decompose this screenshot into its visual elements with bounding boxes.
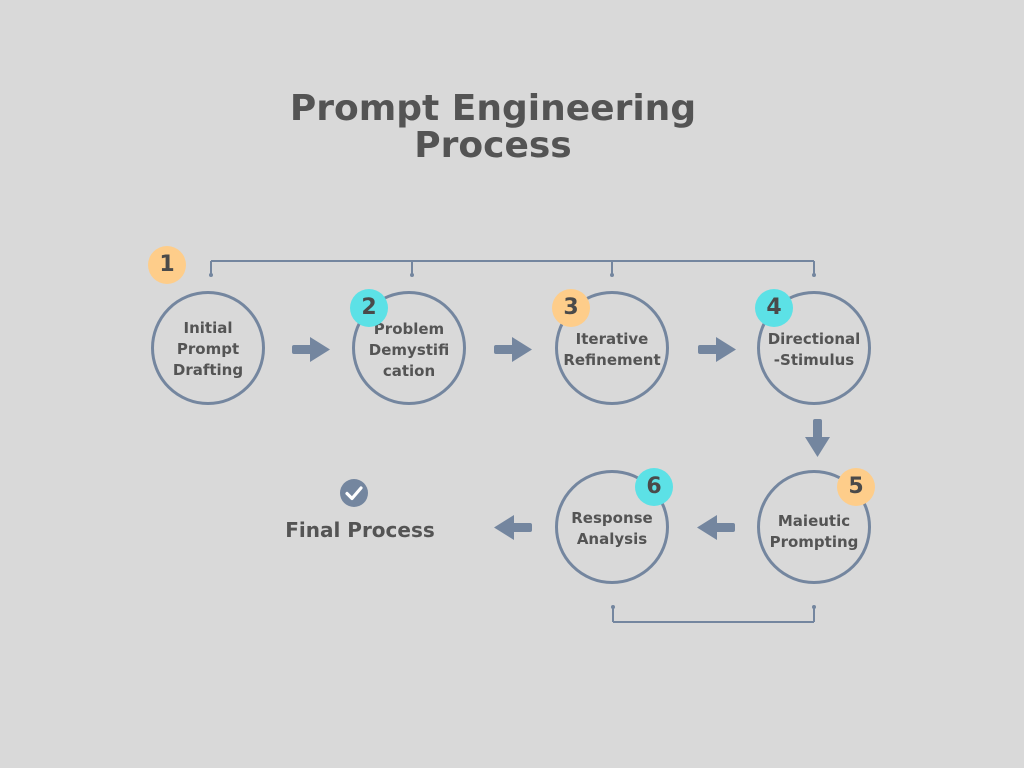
step-3-circle: Iterative Refinement: [555, 291, 669, 405]
step-6-badge: 6: [635, 468, 673, 506]
step-1-circle: Initial Prompt Drafting: [151, 291, 265, 405]
step-5-circle: Maieutic Prompting: [757, 470, 871, 584]
arrow-4-to-5: [805, 419, 830, 457]
top-bracket-tips: [209, 273, 816, 277]
arrow-3-to-4: [698, 337, 736, 362]
final-process-label: Final Process: [285, 518, 435, 542]
step-1-label: Initial Prompt Drafting: [172, 319, 244, 379]
step-1-badge: 1: [148, 246, 186, 284]
diagram-title: Prompt Engineering Process: [268, 90, 718, 164]
step-3-label: Iterative Refinement: [563, 330, 661, 369]
step-3-badge: 3: [552, 289, 590, 327]
step-4-circle: Directional -Stimulus: [757, 291, 871, 405]
arrow-6-to-final: [494, 515, 532, 540]
step-5-label: Maieutic Prompting: [769, 512, 859, 551]
bottom-bracket: [612, 608, 815, 623]
step-6-label: Response Analysis: [571, 509, 653, 548]
step-2-label: Problem Demystifi cation: [368, 320, 450, 380]
arrow-5-to-6: [697, 515, 735, 540]
top-bracket: [210, 260, 815, 274]
title-line-2: Process: [414, 125, 572, 166]
arrow-2-to-3: [494, 337, 532, 362]
arrow-1-to-2: [292, 337, 330, 362]
step-5-badge: 5: [837, 468, 875, 506]
step-6-circle: Response Analysis: [555, 470, 669, 584]
step-4-badge: 4: [755, 289, 793, 327]
bottom-bracket-tips: [611, 605, 816, 609]
check-circle-icon: [340, 479, 368, 507]
step-2-circle: Problem Demystifi cation: [352, 291, 466, 405]
step-2-badge: 2: [350, 289, 388, 327]
step-4-label: Directional -Stimulus: [767, 330, 861, 369]
title-line-1: Prompt Engineering: [289, 88, 697, 129]
